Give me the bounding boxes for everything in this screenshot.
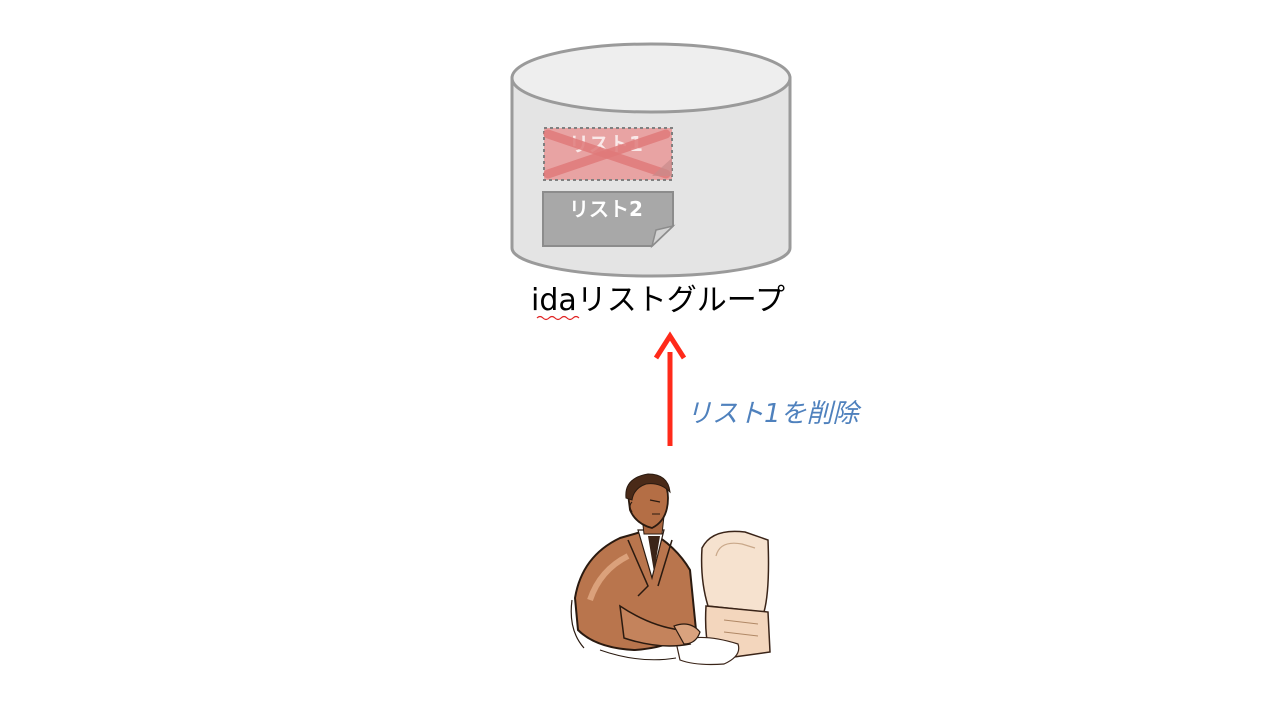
- cross-out-icon: [543, 129, 671, 179]
- action-label: リスト1を削除: [686, 399, 862, 429]
- cylinder-top: [510, 42, 792, 114]
- spellcheck-underline: [536, 315, 580, 321]
- document-list1-fold: [652, 158, 672, 176]
- group-label: idaリストグループ: [531, 283, 785, 318]
- person-at-computer-icon: [570, 473, 771, 666]
- document-list2-label: リスト2: [569, 197, 643, 221]
- document-list2[interactable]: リスト2: [542, 191, 676, 249]
- document-list2-fold: [650, 224, 676, 249]
- action-arrow: [653, 331, 687, 446]
- document-list1-deleted[interactable]: リスト1: [543, 127, 673, 181]
